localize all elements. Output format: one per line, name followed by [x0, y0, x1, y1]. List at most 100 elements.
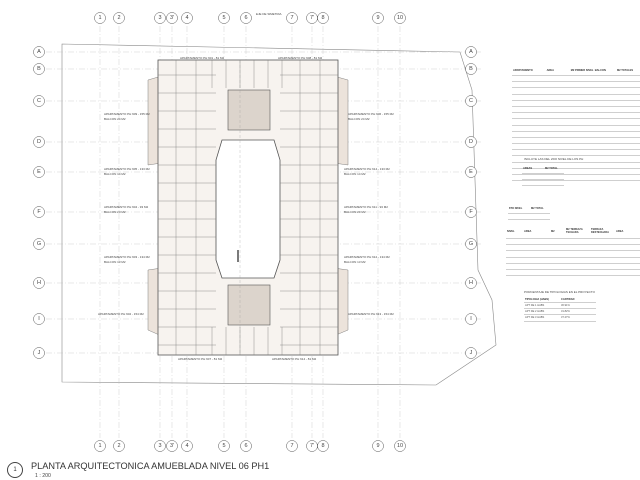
table-row — [512, 113, 640, 120]
typology-name: APT DE 1 HABS — [525, 304, 545, 308]
grid-column-label: 7' — [310, 443, 314, 449]
grid-column-label: 8 — [321, 443, 324, 449]
table-row — [506, 264, 640, 270]
apartment-label: BALCON 24 M2 — [348, 117, 370, 121]
grid-row-bubble — [465, 95, 477, 107]
table-row — [512, 132, 640, 138]
grid-column-label: 8 — [321, 15, 324, 21]
grid-column-label: 7 — [290, 443, 293, 449]
areas-table: AREAS M2 TOTAL — [522, 164, 564, 187]
table-row — [512, 163, 640, 169]
grid-row-label: H — [469, 280, 473, 286]
grid-row-label: B — [37, 66, 41, 72]
grid-row-bubble — [465, 136, 477, 148]
table-header: AREAS — [523, 167, 533, 170]
table-header: TERRAZA DESTECHADA — [591, 228, 610, 234]
grid-column-label: 10 — [397, 443, 403, 449]
table-header: APARTAMENTO — [513, 69, 533, 72]
grid-column-label: 7 — [290, 15, 293, 21]
central-patio — [215, 139, 281, 279]
table-header: M2 PRIMER NIVEL — [570, 69, 594, 72]
table-header: 8TO NIVEL — [509, 207, 523, 210]
grid-column-bubble — [94, 12, 106, 24]
table-row — [512, 76, 640, 83]
grid-column-bubble — [218, 440, 230, 452]
grid-column-label: 3' — [170, 15, 174, 21]
table-row — [506, 251, 640, 258]
apartment-label: APARTAMENTO PH 614 - 133 M2 — [344, 167, 390, 171]
table-header: AREA — [524, 229, 532, 233]
typology-table: TIPOLOGIA (HABS) CANTIDAD APT DE 1 HABS … — [524, 296, 596, 322]
elevator-core-top — [227, 89, 271, 131]
grid-row-label: G — [37, 241, 41, 247]
grid-row-bubble — [33, 166, 45, 178]
table-header-row: NIVEL AREA M2 M2 TERRAZA TECHADA TERRAZA… — [506, 224, 640, 239]
apartments-table: APARTAMENTO AREA M2 PRIMER NIVEL BALCON … — [512, 66, 640, 182]
terraces-table: NIVEL AREA M2 M2 TERRAZA TECHADA TERRAZA… — [506, 224, 640, 277]
grid-column-bubble — [181, 440, 193, 452]
grid-column-label: 3 — [158, 15, 161, 21]
grid-row-label: I — [38, 316, 40, 322]
grid-row-bubble — [465, 238, 477, 250]
table-row — [512, 82, 640, 89]
apartment-label: APARTAMENTO PH 613 - 154 M2 — [348, 312, 394, 316]
typology-name: APT DE 3 HABS — [525, 316, 545, 320]
grid-column-bubble — [166, 440, 178, 452]
table-header: NIVEL — [507, 229, 515, 233]
grid-row-label: C — [37, 98, 41, 104]
apartment-label: APARTAMENTO PH 601 - 81 M2 — [180, 56, 225, 60]
grid-column-bubble — [286, 12, 298, 24]
grid-row-bubble — [33, 347, 45, 359]
grid-column-bubble — [394, 440, 406, 452]
grid-column-label: 4 — [185, 443, 188, 449]
grid-row-label: J — [38, 350, 41, 356]
grid-column-bubble — [372, 440, 384, 452]
grid-column-bubble — [286, 440, 298, 452]
grid-row-label: I — [470, 316, 472, 322]
table-header: CANTIDAD — [561, 297, 575, 301]
table-header-row: 8TO NIVEL M2 TOTAL — [508, 204, 550, 214]
table-row — [512, 144, 640, 151]
apartment-label: APARTAMENTO PH 605 - 133 M2 — [104, 167, 150, 171]
grid-row-label: E — [37, 169, 41, 175]
typology-value: 31.82% — [561, 310, 570, 314]
grid-row-bubble — [465, 166, 477, 178]
grid-column-bubble — [317, 12, 329, 24]
table-header: M2 TERRAZA TECHADA — [566, 228, 583, 234]
grid-column-label: 2 — [117, 443, 120, 449]
typology-value: 37.27% — [561, 316, 570, 320]
table-row: APT DE 3 HABS 37.27% — [524, 315, 596, 322]
table-header-row: APARTAMENTO AREA M2 PRIMER NIVEL BALCON … — [512, 66, 640, 76]
apartments-table-footnote: INCLUYE LAS DEL 2DO NIVEL DE LOS PH — [524, 157, 584, 161]
symmetry-axis-label: EJE DE SIMETRIA — [256, 12, 282, 16]
apartment-label: APARTAMENTO PH 603 - 134 M2 — [104, 255, 150, 259]
grid-row-bubble — [33, 136, 45, 148]
table-row — [522, 174, 564, 181]
grid-column-bubble — [181, 12, 193, 24]
table-header: M2 TOTALES — [616, 69, 634, 72]
table-header: BALCON — [594, 69, 606, 72]
grid-row-bubble — [465, 347, 477, 359]
table-row — [512, 169, 640, 175]
grid-column-bubble — [240, 12, 252, 24]
grid-column-label: 3 — [158, 443, 161, 449]
table-header: AREA — [546, 69, 555, 72]
grid-column-label: 10 — [397, 15, 403, 21]
apartment-label: APARTAMENTO PH 614 - 81 M2 — [272, 357, 317, 361]
table-row — [512, 138, 640, 145]
elevator-core-bottom — [227, 284, 271, 326]
table-row — [512, 156, 640, 163]
table-row — [512, 95, 640, 101]
apartment-label: APARTAMENTO PH 602 - 154 M2 — [98, 312, 144, 316]
apartment-label: APARTAMENTO PH 609 - 155 M2 — [104, 112, 150, 116]
grid-column-bubble — [394, 12, 406, 24]
typology-value: 30.91% — [561, 304, 570, 308]
grid-column-bubble — [240, 440, 252, 452]
grid-column-bubble — [166, 12, 178, 24]
grid-column-label: 6 — [244, 15, 247, 21]
grid-column-bubble — [94, 440, 106, 452]
grid-row-label: J — [470, 350, 473, 356]
grid-row-bubble — [465, 46, 477, 58]
grid-row-bubble — [465, 313, 477, 325]
